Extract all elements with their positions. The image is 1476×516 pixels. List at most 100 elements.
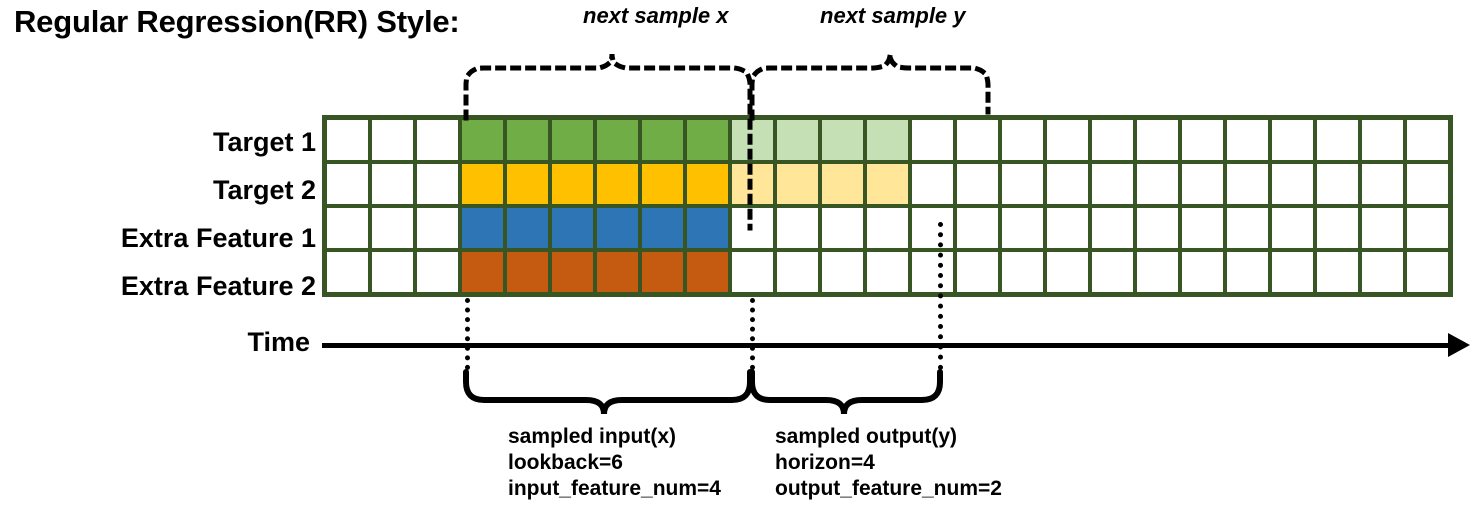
grid-cell [867, 252, 908, 292]
grid-cell [417, 252, 458, 292]
grid-cell [957, 252, 998, 292]
grid-cell [1137, 208, 1178, 248]
grid-cell [1092, 120, 1133, 160]
grid-cell [1227, 252, 1268, 292]
grid-cell [822, 164, 863, 204]
grid-cell [777, 120, 818, 160]
grid-cell [732, 120, 773, 160]
grid-cell [1362, 252, 1403, 292]
row-labels: Target 1 Target 2 Extra Feature 1 Extra … [6, 118, 316, 308]
row-label-target-1: Target 1 [212, 127, 316, 157]
grid-cell [1227, 120, 1268, 160]
grid-cell [867, 208, 908, 248]
timeseries-grid [322, 115, 1453, 297]
grid-cell [1362, 164, 1403, 204]
grid-cell [687, 252, 728, 292]
grid-cell [1092, 252, 1133, 292]
grid-cell [552, 208, 593, 248]
grid-cell [777, 164, 818, 204]
grid-cell [552, 252, 593, 292]
grid-cell [1272, 208, 1313, 248]
grid-cell [597, 120, 638, 160]
grid-cell [552, 164, 593, 204]
grid-cell [642, 252, 683, 292]
grid-cell [1272, 164, 1313, 204]
grid-cell [1227, 164, 1268, 204]
grid-cell [687, 208, 728, 248]
grid-cell [687, 120, 728, 160]
time-axis-line [322, 343, 1452, 348]
page-title: Regular Regression(RR) Style: [14, 4, 460, 39]
grid-cell [372, 120, 413, 160]
grid-cell [1047, 208, 1088, 248]
grid-cell [597, 252, 638, 292]
grid-cell [1272, 252, 1313, 292]
grid-cell [552, 120, 593, 160]
time-axis-label: Time [247, 327, 310, 357]
grid-cell [687, 164, 728, 204]
grid-cell [1407, 208, 1448, 248]
grid-cell [1317, 252, 1358, 292]
grid-cell [912, 252, 953, 292]
row-label-extra-feature-2: Extra Feature 2 [120, 271, 316, 301]
grid-cell [642, 208, 683, 248]
guide-line-input-start [465, 298, 470, 370]
grid-cell [327, 120, 368, 160]
grid-cell [507, 164, 548, 204]
grid-cell [867, 164, 908, 204]
grid-cell [1182, 120, 1223, 160]
grid-cell [462, 252, 503, 292]
grid-cell [327, 208, 368, 248]
grid-cell [822, 120, 863, 160]
grid-cell [417, 164, 458, 204]
grid-cell [1407, 164, 1448, 204]
grid-cell [417, 208, 458, 248]
grid-cell [1317, 164, 1358, 204]
grid-cell [822, 252, 863, 292]
grid-cell [777, 208, 818, 248]
grid-cell [507, 208, 548, 248]
grid-cell [957, 120, 998, 160]
grid-cell [732, 164, 773, 204]
grid-cell [1137, 120, 1178, 160]
grid-cell [822, 208, 863, 248]
grid-cell [1227, 208, 1268, 248]
grid-cell [1047, 120, 1088, 160]
brace-next-sample-y [749, 53, 991, 121]
brace-sampled-input [463, 369, 753, 415]
grid-cell [1362, 208, 1403, 248]
grid-cell [777, 252, 818, 292]
grid-cell [1002, 120, 1043, 160]
grid-cell [462, 208, 503, 248]
grid-cell [1002, 208, 1043, 248]
grid-cell [462, 164, 503, 204]
grid-cell [1317, 120, 1358, 160]
grid-cell [1317, 208, 1358, 248]
grid-cell [1092, 208, 1133, 248]
grid-cell [867, 120, 908, 160]
grid-cell [1047, 164, 1088, 204]
grid-cell [597, 164, 638, 204]
grid-cell [372, 252, 413, 292]
grid-cell [1407, 252, 1448, 292]
grid-cell [642, 164, 683, 204]
grid-cell [507, 252, 548, 292]
grid-cell [597, 208, 638, 248]
grid-cell [1002, 252, 1043, 292]
grid-cell [1182, 164, 1223, 204]
row-label-extra-feature-1: Extra Feature 1 [120, 223, 316, 253]
grid-cell [462, 120, 503, 160]
grid-cell [1002, 164, 1043, 204]
grid-cell [732, 252, 773, 292]
brace-label-next-sample-x: next sample x [583, 3, 729, 28]
grid-cell [1407, 120, 1448, 160]
grid-cell [957, 208, 998, 248]
grid-cell [327, 164, 368, 204]
grid-cell [732, 208, 773, 248]
grid-cell [417, 120, 458, 160]
brace-label-next-sample-y: next sample y [820, 3, 966, 28]
grid-cell [327, 252, 368, 292]
guide-line-output-end [938, 222, 943, 370]
grid-cell [372, 164, 413, 204]
guide-line-input-end [750, 298, 755, 370]
